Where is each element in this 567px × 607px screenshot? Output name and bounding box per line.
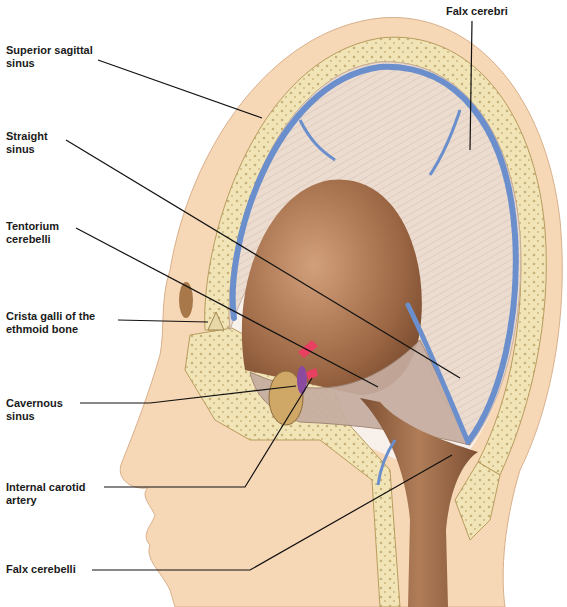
label-text: Tentorium cerebelli bbox=[6, 220, 59, 245]
part-label: Tentorium cerebelli bbox=[6, 220, 86, 246]
cavernous-sinus bbox=[297, 366, 307, 394]
occipital-vein bbox=[378, 440, 395, 485]
part-label: Crista galli of the ethmoid bone bbox=[6, 310, 118, 336]
cerebral-vein bbox=[300, 110, 460, 175]
label-text: Falx cerebelli bbox=[6, 563, 76, 575]
part-label: Falx cerebelli bbox=[6, 563, 106, 576]
label-text: Crista galli of the ethmoid bone bbox=[6, 310, 95, 335]
label-text: Internal carotid artery bbox=[6, 481, 85, 506]
part-label: Cavernous sinus bbox=[6, 397, 78, 423]
falx-cerebelli bbox=[360, 398, 478, 607]
label-text: Superior sagittal sinus bbox=[6, 44, 93, 69]
label-text: Straight sinus bbox=[6, 130, 48, 155]
frontal-sinus bbox=[179, 282, 193, 318]
part-label: Superior sagittal sinus bbox=[6, 44, 96, 70]
label-text: Falx cerebri bbox=[446, 5, 508, 17]
part-label: Internal carotid artery bbox=[6, 481, 104, 507]
crista-galli bbox=[208, 312, 224, 330]
label-text: Cavernous sinus bbox=[6, 397, 63, 422]
tentorium-cerebelli bbox=[250, 340, 470, 445]
leader-lines bbox=[66, 21, 472, 570]
falx-cerebri bbox=[229, 62, 521, 445]
part-label: Falx cerebri bbox=[446, 5, 556, 18]
occipital-base bbox=[455, 462, 500, 540]
part-label: Straight sinus bbox=[6, 130, 70, 156]
straight-sinus bbox=[408, 305, 468, 442]
